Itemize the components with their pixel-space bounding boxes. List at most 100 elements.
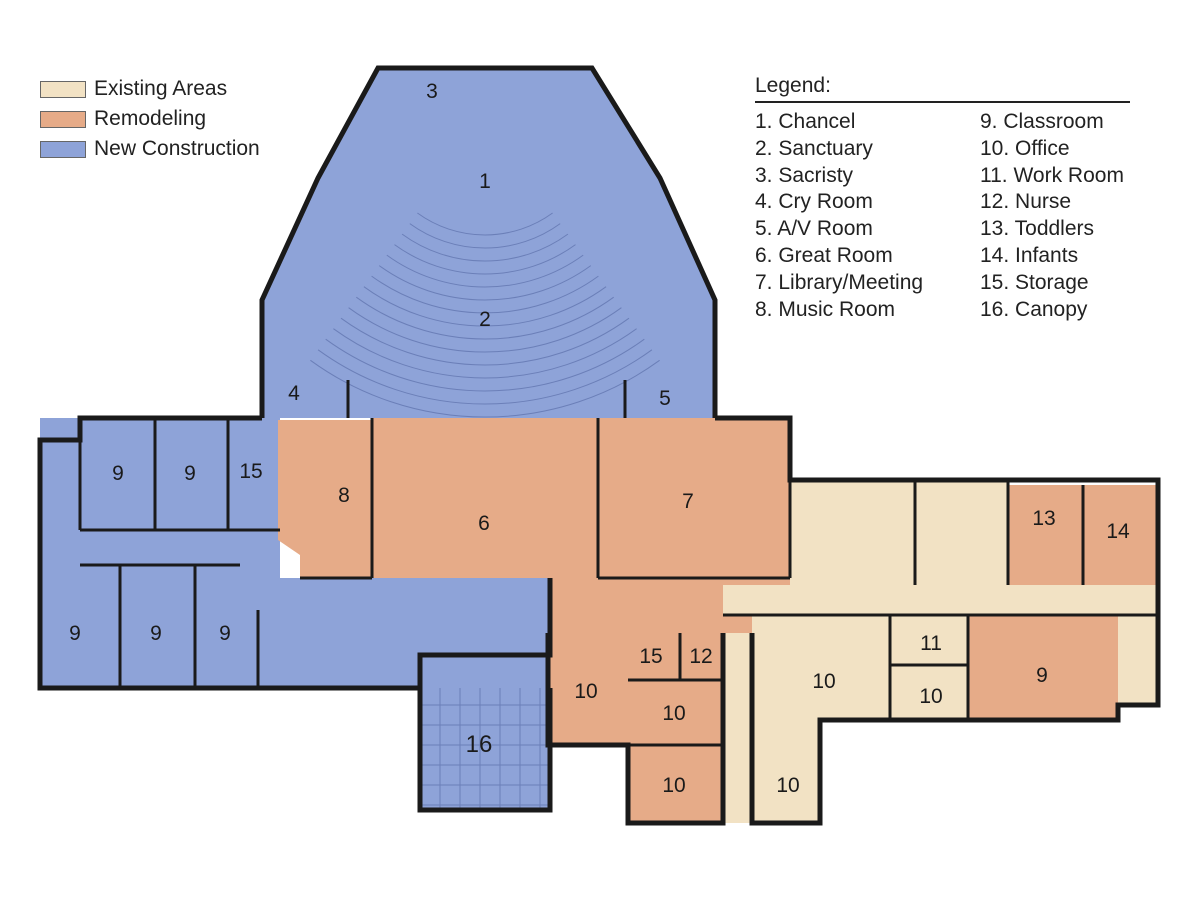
- room-label-music-room: 8: [338, 484, 350, 507]
- room-label-office: 10: [574, 680, 597, 703]
- legend-title: Legend:: [755, 74, 1130, 103]
- legend-item: 15. Storage: [980, 270, 1089, 294]
- room-label-classroom: 9: [150, 622, 162, 645]
- pew-row: [356, 296, 614, 340]
- legend-column-right: 9. Classroom 10. Office 11. Work Room 12…: [980, 109, 1130, 323]
- pew-row: [417, 212, 553, 236]
- south-offices-wall: [545, 633, 726, 826]
- legend-item: 8. Music Room: [755, 297, 896, 321]
- room-label-great-room: 6: [478, 512, 490, 535]
- room-label-office: 10: [662, 702, 685, 725]
- legend-column-left: 1. Chancel 2. Sanctuary 3. Sacristy 4. C…: [755, 109, 980, 323]
- canopy-grid: [420, 688, 550, 810]
- pew-row: [394, 244, 576, 275]
- legend-item: 7. Library/Meeting: [755, 270, 924, 294]
- existing-zones: [723, 480, 1158, 823]
- pew-row: [325, 338, 645, 392]
- room-label-chancel: 1: [479, 170, 491, 193]
- existing-south-office: [752, 720, 820, 823]
- legend-item: 14. Infants: [980, 243, 1079, 267]
- legend-item: 2. Sanctuary: [755, 136, 873, 160]
- toddlers-room: [1008, 485, 1083, 585]
- music-room: [278, 420, 372, 578]
- infants-room: [1083, 485, 1158, 585]
- pew-row: [401, 233, 569, 262]
- room-label-classroom: 9: [219, 622, 231, 645]
- key-row-existing: Existing Areas: [40, 74, 260, 104]
- legend: Legend: 1. Chancel 2. Sanctuary 3. Sacri…: [755, 74, 1130, 323]
- legend-item: 1. Chancel: [755, 110, 856, 133]
- interior-walls: [78, 380, 1158, 747]
- west-wing-wall: [37, 415, 553, 691]
- existing-corridor: [723, 585, 1158, 615]
- room-labels: 1 2 3 4 6 5 7 8 9 9 9 9 9 9 15 15 12 13 …: [69, 80, 1130, 797]
- room-label-nurse: 12: [689, 645, 712, 668]
- legend-item: 6. Great Room: [755, 243, 893, 267]
- sanctuary-outer-wall: [259, 65, 718, 418]
- key-label: Remodeling: [94, 107, 207, 130]
- walls: [37, 65, 1161, 826]
- legend-item: 9. Classroom: [980, 110, 1104, 133]
- great-room: [372, 418, 598, 578]
- legend-item: 5. A/V Room: [755, 217, 873, 241]
- room-label-classroom: 9: [184, 462, 196, 485]
- pew-row: [409, 223, 561, 249]
- room-label-av-room: 5: [659, 387, 671, 410]
- existing-stair: [1118, 615, 1158, 705]
- swatch-remodeling: [40, 110, 86, 128]
- pew-row: [333, 328, 637, 379]
- pew-row: [378, 265, 592, 301]
- office-block-mid: [628, 633, 723, 823]
- legend-item: 13. Toddlers: [980, 217, 1095, 241]
- key-label: New Construction: [94, 137, 260, 160]
- library-meeting: [598, 418, 790, 578]
- office-block-west: [548, 633, 628, 745]
- room-label-cry-room: 4: [288, 382, 300, 405]
- classroom-east: [968, 615, 1118, 720]
- pew-row: [310, 359, 660, 418]
- room-label-office: 10: [812, 670, 835, 693]
- key-label: Existing Areas: [94, 77, 228, 100]
- legend-item: 11. Work Room: [980, 163, 1124, 187]
- room-label-classroom: 9: [112, 462, 124, 485]
- legend-item: 3. Sacristy: [755, 163, 854, 187]
- sanctuary-seating: [310, 212, 660, 418]
- room-label-classroom: 9: [69, 622, 81, 645]
- pew-row: [348, 307, 622, 353]
- room-label-library: 7: [682, 490, 694, 513]
- room-label-office: 10: [662, 774, 685, 797]
- room-label-office: 10: [919, 685, 942, 708]
- legend-item: 12. Nurse: [980, 190, 1072, 214]
- canopy: [420, 655, 550, 810]
- pew-row: [386, 254, 584, 288]
- room-label-toddlers: 13: [1032, 507, 1055, 530]
- room-label-office: 10: [776, 774, 799, 797]
- remodeling-zones: [278, 418, 1158, 823]
- existing-office-block: [752, 615, 968, 720]
- swatch-new-construction: [40, 140, 86, 158]
- room-label-sacristy: 3: [426, 80, 438, 103]
- room-label-work-room: 11: [920, 632, 942, 655]
- legend-item: 16. Canopy: [980, 297, 1088, 321]
- room-label-classroom: 9: [1036, 664, 1048, 687]
- pew-row: [371, 275, 599, 314]
- swatch-existing: [40, 80, 86, 98]
- room-label-infants: 14: [1106, 520, 1130, 543]
- pew-row: [340, 317, 630, 366]
- existing-north: [790, 480, 1008, 585]
- room-label-canopy: 16: [466, 731, 493, 758]
- sanctuary-area: [262, 68, 715, 418]
- pew-row: [363, 286, 607, 327]
- room-label-sanctuary: 2: [479, 308, 491, 331]
- room-label-storage: 15: [639, 645, 662, 668]
- color-key: Existing Areas Remodeling New Constructi…: [40, 74, 260, 164]
- pew-row: [317, 349, 653, 405]
- existing-hall: [723, 633, 753, 823]
- new-construction-zones: [40, 68, 715, 810]
- room-label-storage: 15: [239, 460, 262, 483]
- key-row-new-construction: New Construction: [40, 134, 260, 164]
- legend-item: 10. Office: [980, 136, 1070, 160]
- legend-item: 4. Cry Room: [755, 190, 873, 214]
- key-row-remodeling: Remodeling: [40, 104, 260, 134]
